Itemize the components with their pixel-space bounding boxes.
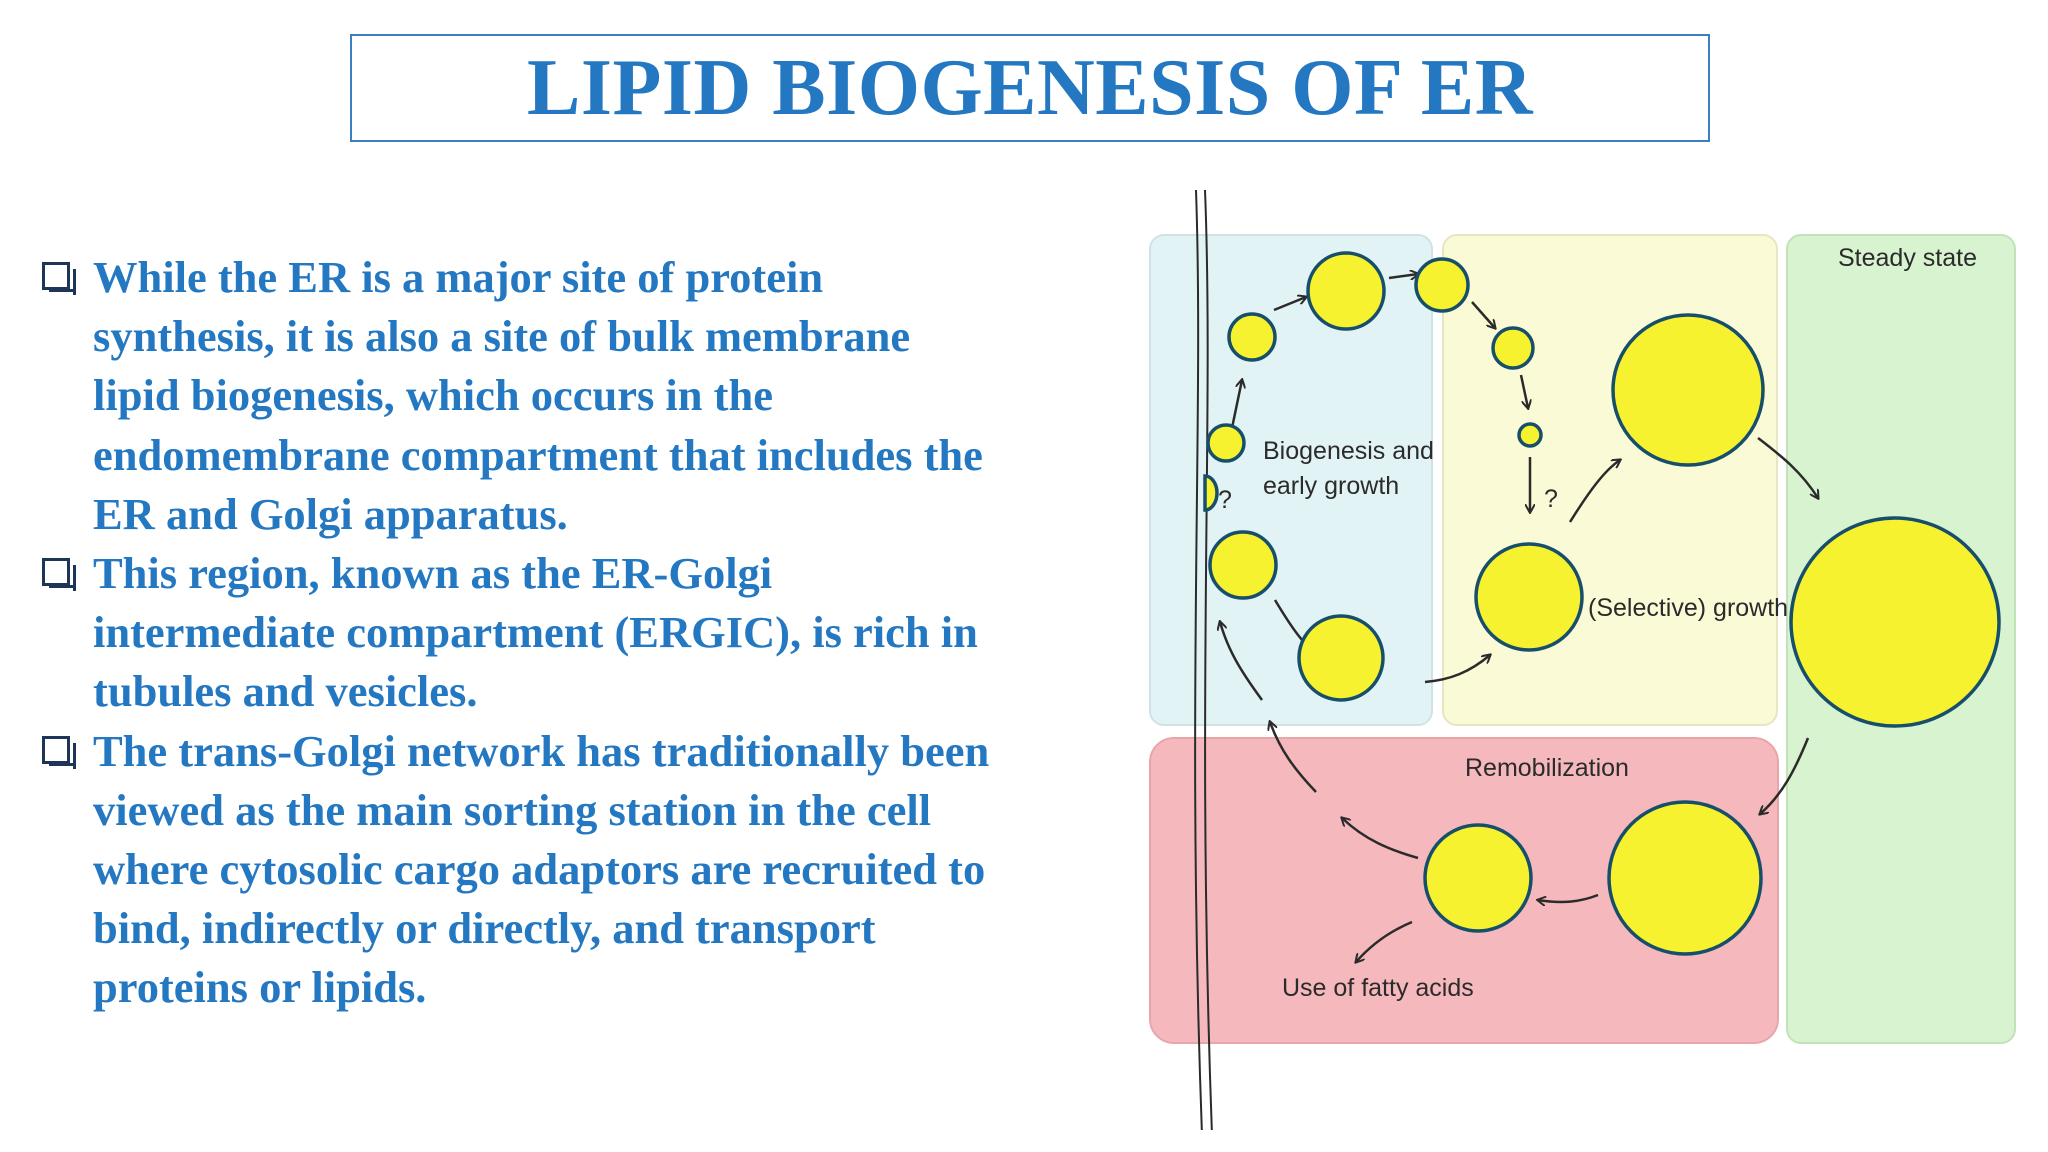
slide-title: LIPID BIOGENESIS OF ER: [526, 43, 1534, 132]
checkbox-bullet-icon: [42, 262, 76, 295]
flow-arrow: [1220, 622, 1264, 701]
bullet-list: While the ER is a major site of protein …: [36, 248, 1116, 1018]
lipid-droplet: [1414, 257, 1470, 313]
flow-arrow: [1757, 437, 1818, 498]
bullet-line: where cytosolic cargo adaptors are recru…: [93, 844, 986, 895]
bullet-item: The trans-Golgi network has traditionall…: [36, 722, 1116, 1018]
lipid-droplet: [1611, 313, 1765, 467]
bullet-line: This region, known as the ER-Golgi: [93, 548, 773, 599]
bullet-line: bind, indirectly or directly, and transp…: [93, 903, 876, 954]
er-membrane-line: [1204, 189, 1213, 1130]
lipid-droplet: [1491, 326, 1535, 370]
lipid-droplet: [1227, 312, 1277, 362]
bullet-line: intermediate compartment (ERGIC), is ric…: [93, 607, 978, 658]
flow-arrow: [1230, 380, 1242, 429]
bullet-line: proteins or lipids.: [93, 962, 427, 1013]
lipid-droplet: [1297, 614, 1385, 702]
bullet-line: ER and Golgi apparatus.: [93, 488, 568, 539]
flow-arrow: [1270, 722, 1317, 793]
growth-panel: [1442, 234, 1778, 726]
steady-state-label: Steady state: [1838, 244, 1977, 272]
lipid-droplet: [1517, 422, 1543, 448]
question-mark: ?: [1544, 485, 1558, 513]
bullet-line: The trans-Golgi network has traditionall…: [93, 725, 990, 776]
lipid-droplet: [1423, 823, 1533, 933]
biogenesis-label: Biogenesis and: [1263, 437, 1434, 465]
bullet-item: While the ER is a major site of protein …: [36, 248, 1116, 544]
biogenesis-panel: [1149, 234, 1433, 726]
lipid-droplet: [1474, 542, 1584, 652]
use-of-fatty-acids-label: Use of fatty acids: [1282, 974, 1474, 1002]
flow-arrow: [1471, 301, 1495, 328]
title-box: LIPID BIOGENESIS OF ER: [350, 34, 1710, 142]
biogenesis-label: early growth: [1263, 472, 1399, 500]
nascent-droplet: [1203, 474, 1219, 512]
flow-arrow: [1568, 460, 1620, 523]
flow-arrow: [1342, 818, 1419, 860]
bullet-line: synthesis, it is also a site of bulk mem…: [93, 311, 911, 362]
flow-arrow: [1356, 920, 1413, 962]
lipid-droplet-lifecycle-diagram: Steady state Biogenesis and early growth…: [1140, 185, 2020, 1130]
question-mark: ?: [1218, 486, 1232, 514]
lipid-droplet: [1206, 423, 1246, 463]
bullet-line: viewed as the main sorting station in th…: [93, 784, 932, 835]
bullet-item: This region, known as the ER-Golgi inter…: [36, 544, 1116, 722]
checkbox-bullet-icon: [42, 558, 76, 592]
remobilization-label: Remobilization: [1465, 754, 1629, 782]
selective-growth-label: (Selective) growth: [1588, 594, 1788, 622]
lipid-droplet: [1306, 251, 1386, 331]
bullet-line: lipid biogenesis, which occurs in the: [93, 370, 773, 421]
flow-arrow: [1538, 893, 1599, 902]
flow-arrow: [1388, 274, 1418, 278]
lipid-droplet: [1607, 800, 1763, 956]
bullet-line: endomembrane compartment that includes t…: [93, 429, 983, 480]
flow-arrow: [1519, 374, 1528, 408]
lipid-droplet: [1208, 530, 1278, 600]
flow-arrow: [1760, 737, 1810, 814]
bullet-line: tubules and vesicles.: [93, 666, 478, 717]
lipid-droplet: [1789, 516, 2001, 728]
bullet-line: While the ER is a major site of protein: [93, 252, 824, 302]
flow-arrow: [1424, 655, 1490, 684]
checkbox-bullet-icon: [42, 735, 76, 769]
flow-arrow: [1273, 297, 1306, 312]
er-membrane-line: [1194, 189, 1203, 1130]
